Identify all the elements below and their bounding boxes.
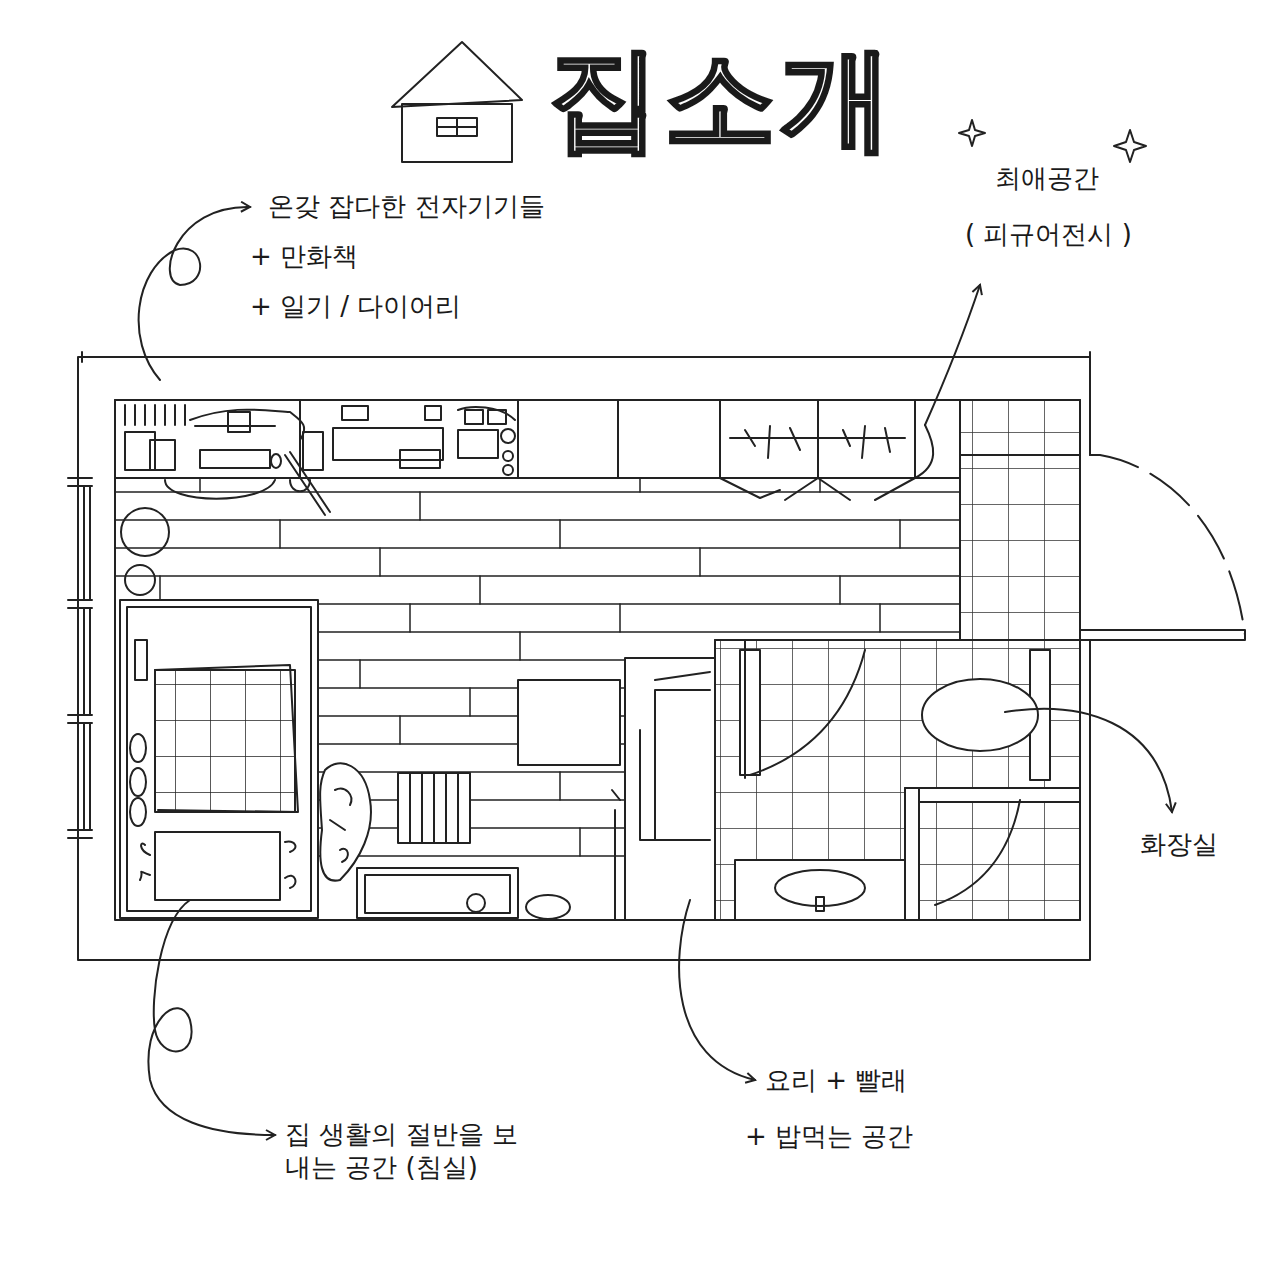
callout-note: 요리 + 빨래	[765, 1064, 907, 1097]
bed	[120, 600, 318, 918]
sparkle	[1114, 130, 1146, 162]
closet	[720, 400, 933, 500]
stool	[125, 565, 155, 595]
leader-lines	[139, 207, 1172, 1135]
stool	[121, 508, 169, 556]
tv-stand	[357, 868, 570, 919]
callout-note: ( 피규어전시 )	[965, 218, 1132, 251]
page-title: 집소개	[548, 28, 896, 168]
callout-note: + 밥먹는 공간	[745, 1120, 913, 1153]
rug	[320, 763, 371, 880]
kitchen	[612, 658, 715, 920]
table	[518, 680, 620, 765]
callout-note: + 일기 / 다이어리	[250, 290, 461, 323]
callout-note: 온갖 잡다한 전자기기들	[268, 190, 545, 223]
callout-note: + 만화책	[250, 240, 358, 273]
room-label: 화장실	[1140, 828, 1218, 861]
sparkle	[959, 120, 985, 146]
walls	[78, 352, 1090, 960]
house-icon	[392, 42, 522, 162]
radiator	[398, 773, 470, 843]
desk-counter	[115, 400, 960, 515]
bathroom	[715, 640, 1080, 920]
entry	[960, 400, 1245, 640]
windows	[68, 478, 92, 838]
callout-note: 집 생활의 절반을 보내는 공간 (침실)	[285, 1118, 525, 1183]
callout-note: 최애공간	[995, 162, 1099, 195]
